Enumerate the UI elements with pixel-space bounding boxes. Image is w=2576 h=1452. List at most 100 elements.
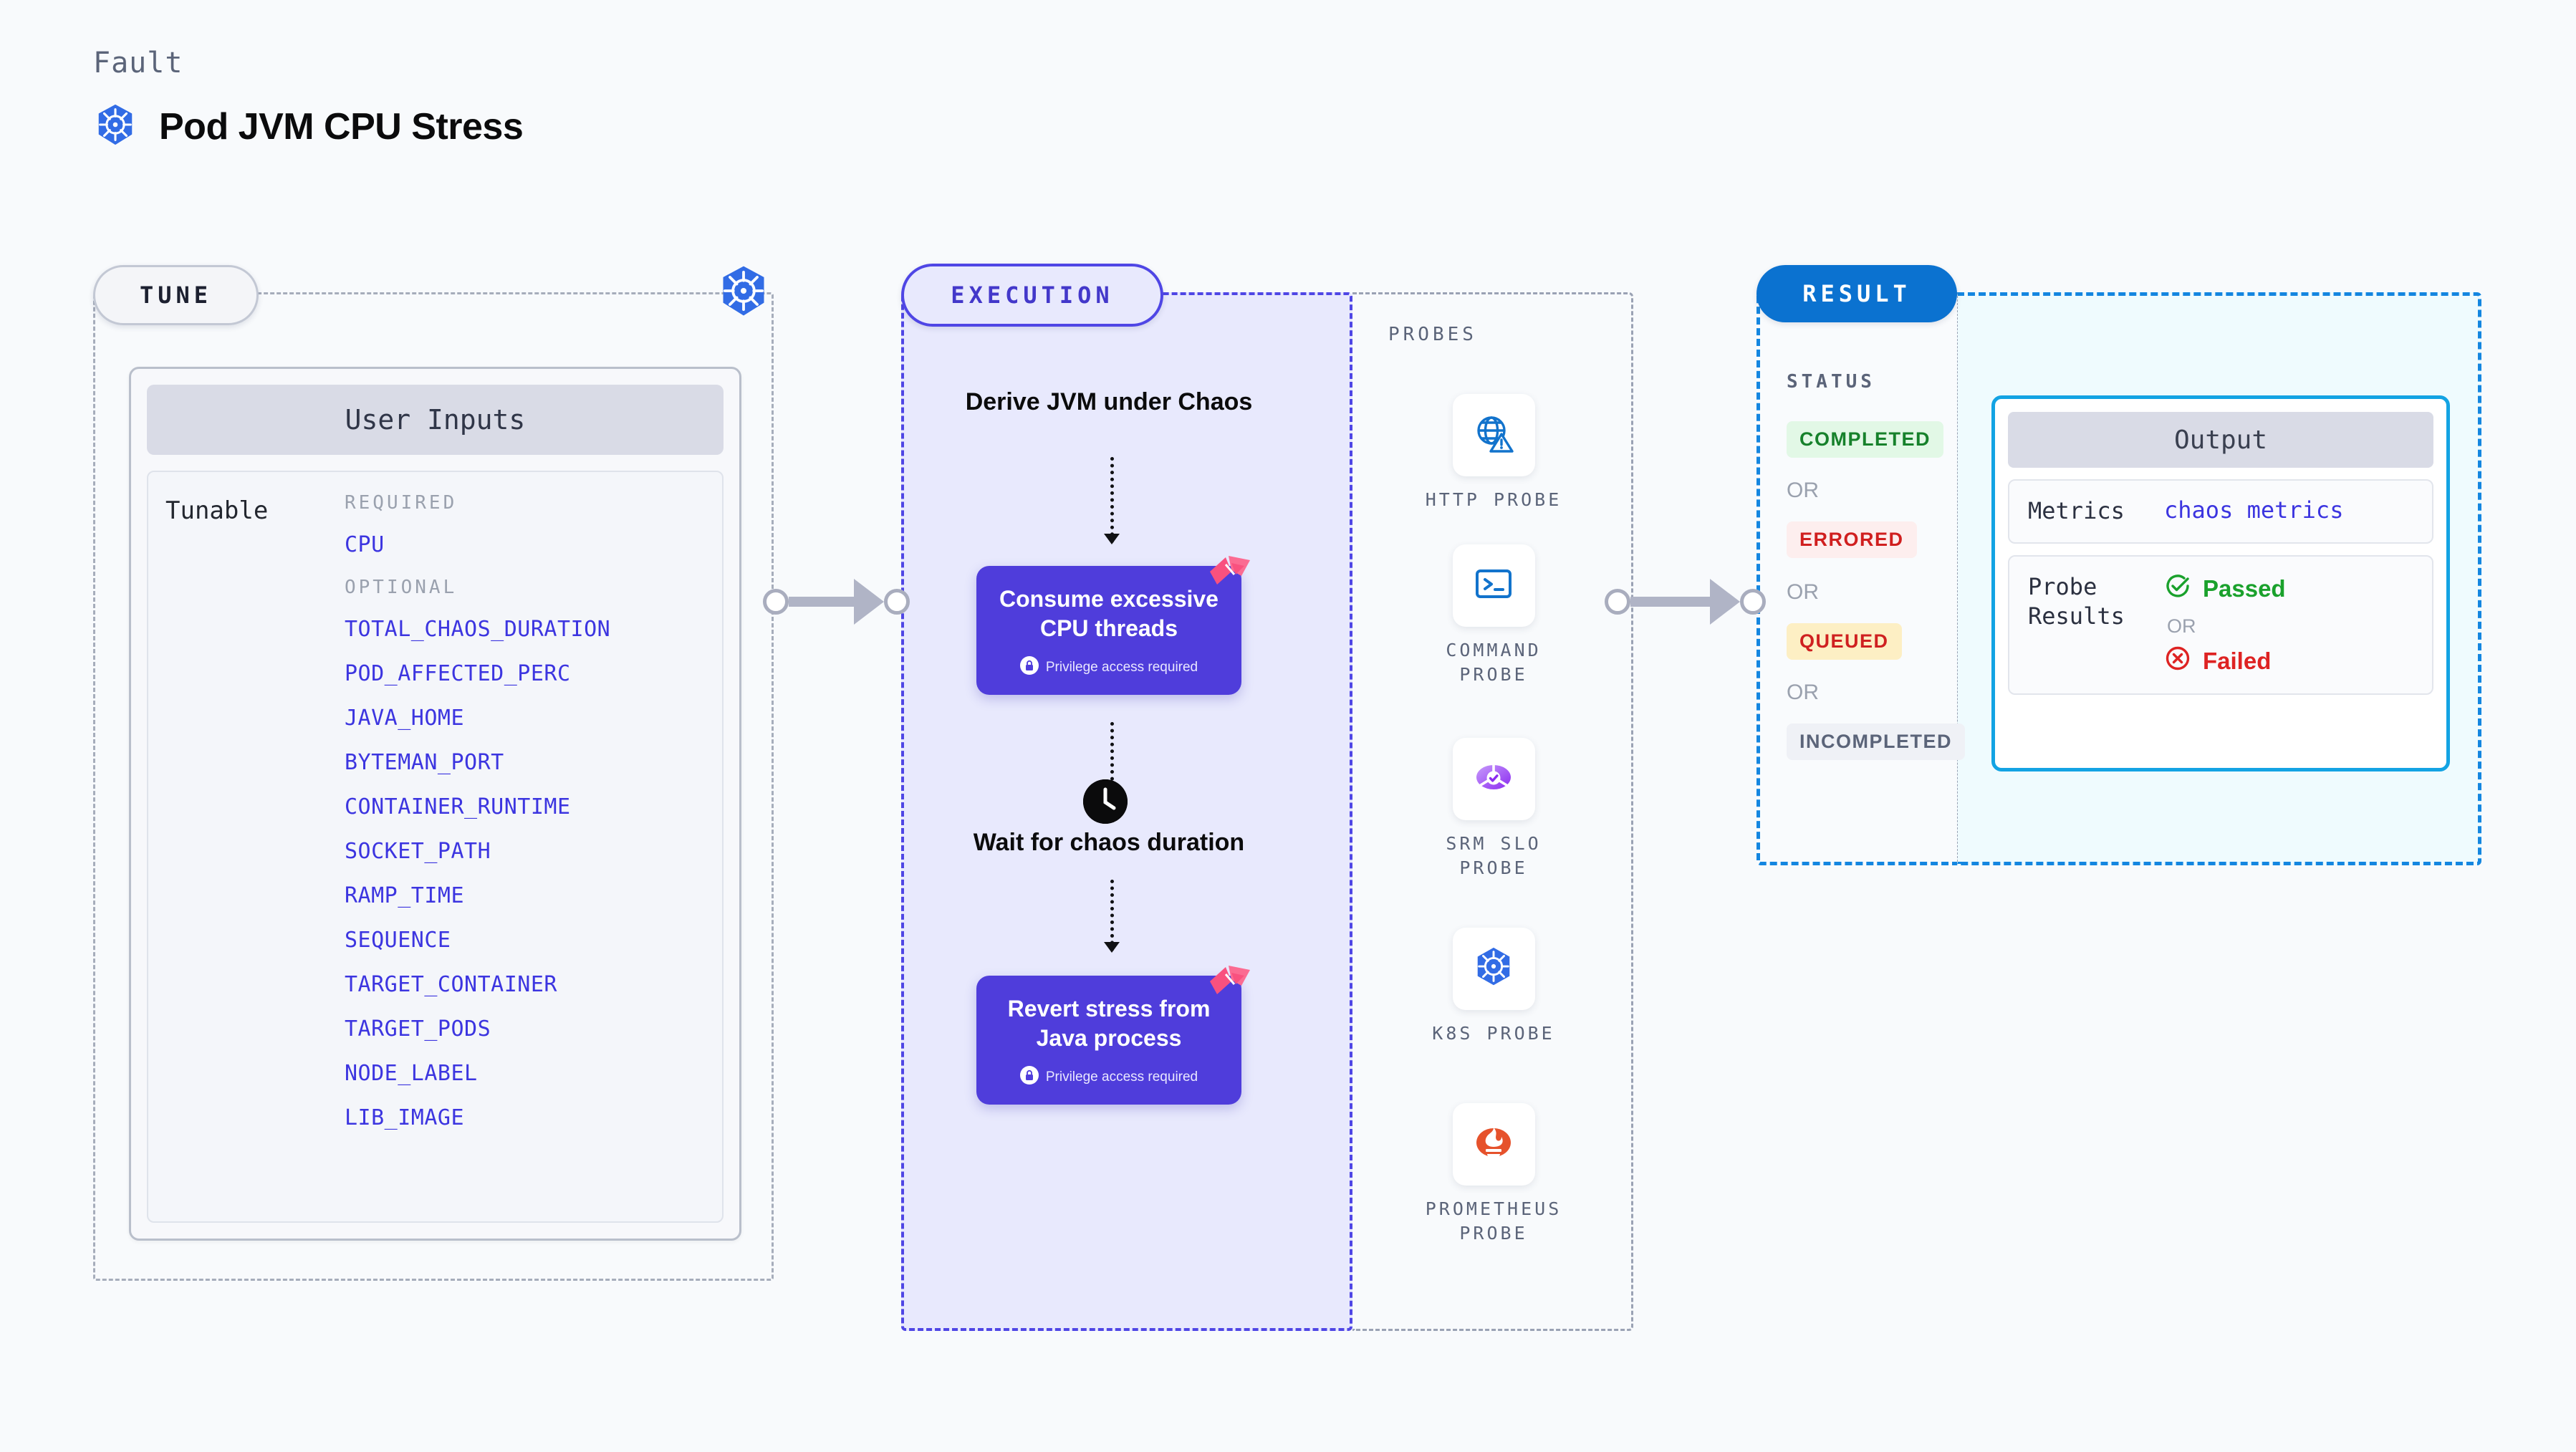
param-lib-image[interactable]: LIB_IMAGE bbox=[345, 1105, 465, 1130]
probe-result-failed: Failed bbox=[2164, 645, 2286, 678]
output-title: Output bbox=[2008, 412, 2433, 468]
param-socket-path[interactable]: SOCKET_PATH bbox=[345, 839, 491, 864]
exec-step-derive: Derive JVM under Chaos bbox=[965, 388, 1253, 415]
tunable-params: REQUIRED CPU OPTIONAL TOTAL_CHAOS_DURATI… bbox=[345, 492, 722, 1221]
exec-card-consume-cpu[interactable]: Consume excessive CPU threads Privilege … bbox=[976, 556, 1250, 695]
kubernetes-icon bbox=[716, 264, 771, 318]
probe-k8s[interactable]: K8S PROBE bbox=[1408, 928, 1580, 1046]
connector-start-dot bbox=[763, 589, 789, 615]
clock-icon bbox=[1083, 779, 1128, 824]
globe-warning-icon bbox=[1471, 411, 1516, 459]
probe-results-key: Probe Results bbox=[2028, 572, 2125, 630]
check-circle-icon bbox=[2164, 572, 2191, 605]
status-title: STATUS bbox=[1787, 371, 1875, 393]
lock-icon bbox=[1019, 655, 1039, 679]
param-container-runtime[interactable]: CONTAINER_RUNTIME bbox=[345, 794, 571, 819]
connector-start-dot bbox=[1605, 589, 1630, 615]
status-badge-queued: QUEUED bbox=[1787, 623, 1902, 660]
execution-pill[interactable]: EXECUTION bbox=[901, 264, 1163, 327]
srm-slo-icon bbox=[1471, 755, 1516, 803]
required-label: REQUIRED bbox=[345, 492, 458, 514]
or-separator: OR bbox=[2167, 615, 2196, 637]
probe-tile bbox=[1452, 1103, 1535, 1186]
lock-icon bbox=[1019, 1065, 1039, 1089]
param-byteman-port[interactable]: BYTEMAN_PORT bbox=[345, 750, 504, 775]
probe-result-passed: Passed bbox=[2164, 572, 2286, 605]
status-badge-errored: ERRORED bbox=[1787, 521, 1917, 558]
output-card: Output Metrics chaos metrics Probe Resul… bbox=[1991, 395, 2450, 771]
probe-http[interactable]: HTTP PROBE bbox=[1408, 394, 1580, 512]
param-total-chaos-duration[interactable]: TOTAL_CHAOS_DURATION bbox=[345, 617, 611, 642]
tunable-label: Tunable bbox=[165, 496, 269, 525]
connector-arrowhead bbox=[854, 579, 884, 625]
probe-label: K8S PROBE bbox=[1432, 1023, 1555, 1044]
harness-flag-icon bbox=[1210, 556, 1251, 587]
probe-tile bbox=[1452, 928, 1535, 1010]
or-separator: OR bbox=[1787, 479, 1819, 502]
probe-label: HTTP PROBE bbox=[1425, 489, 1562, 510]
param-sequence[interactable]: SEQUENCE bbox=[345, 928, 451, 953]
connector-end-dot bbox=[1740, 589, 1766, 615]
user-inputs-card: User Inputs Tunable REQUIRED CPU OPTIONA… bbox=[129, 367, 741, 1241]
status-badge-completed: COMPLETED bbox=[1787, 421, 1944, 458]
passed-label: Passed bbox=[2203, 574, 2286, 602]
tunable-panel: Tunable REQUIRED CPU OPTIONAL TOTAL_CHAO… bbox=[147, 471, 724, 1223]
connector-bar bbox=[1630, 597, 1710, 607]
or-separator: OR bbox=[1787, 580, 1819, 604]
probe-label: SRM SLO PROBE bbox=[1446, 833, 1542, 878]
probes-title: PROBES bbox=[1388, 324, 1477, 345]
metrics-key: Metrics bbox=[2028, 497, 2125, 524]
x-circle-icon bbox=[2164, 645, 2191, 678]
output-probe-results-row: Probe Results Passed OR bbox=[2008, 554, 2433, 695]
param-cpu[interactable]: CPU bbox=[345, 532, 385, 557]
connector-arrowhead bbox=[1710, 579, 1740, 625]
exec-card-note: Privilege access required bbox=[991, 655, 1227, 679]
harness-flag-icon bbox=[1210, 966, 1251, 997]
probe-tile bbox=[1452, 544, 1535, 627]
result-section bbox=[1756, 292, 1961, 865]
probe-label: PROMETHEUS PROBE bbox=[1425, 1198, 1562, 1244]
prometheus-icon bbox=[1471, 1120, 1516, 1168]
probe-prometheus[interactable]: PROMETHEUS PROBE bbox=[1408, 1103, 1580, 1246]
probe-results-values: Passed OR Failed bbox=[2164, 572, 2286, 678]
probe-tile bbox=[1452, 738, 1535, 820]
result-pill[interactable]: RESULT bbox=[1756, 265, 1957, 322]
fault-kicker: Fault bbox=[93, 47, 183, 80]
page-title: Pod JVM CPU Stress bbox=[159, 105, 524, 148]
failed-label: Failed bbox=[2203, 647, 2272, 674]
probe-srm-slo[interactable]: SRM SLO PROBE bbox=[1408, 738, 1580, 880]
kubernetes-icon bbox=[1471, 945, 1516, 993]
exec-step-wait: Wait for chaos duration bbox=[973, 829, 1245, 856]
param-node-label[interactable]: NODE_LABEL bbox=[345, 1061, 478, 1086]
probe-command[interactable]: COMMAND PROBE bbox=[1408, 544, 1580, 687]
metrics-value[interactable]: chaos metrics bbox=[2164, 496, 2344, 524]
fault-title-row: Pod JVM CPU Stress bbox=[93, 102, 524, 150]
exec-card-revert-stress[interactable]: Revert stress from Java process Privileg… bbox=[976, 966, 1250, 1105]
exec-card-title: Consume excessive CPU threads bbox=[999, 586, 1219, 641]
optional-label: OPTIONAL bbox=[345, 577, 458, 598]
param-pod-affected-perc[interactable]: POD_AFFECTED_PERC bbox=[345, 661, 571, 686]
tune-pill[interactable]: TUNE bbox=[93, 265, 259, 325]
connector-tune-to-execution bbox=[763, 579, 910, 625]
exec-card-note-text: Privilege access required bbox=[1045, 659, 1198, 675]
output-metrics-row: Metrics chaos metrics bbox=[2008, 479, 2433, 544]
execution-section bbox=[901, 292, 1352, 1331]
terminal-icon bbox=[1471, 562, 1516, 610]
flow-arrow bbox=[1104, 880, 1120, 953]
kubernetes-icon bbox=[93, 102, 138, 150]
param-java-home[interactable]: JAVA_HOME bbox=[345, 706, 465, 731]
tune-section bbox=[93, 292, 774, 1281]
probe-tile bbox=[1452, 394, 1535, 476]
or-separator: OR bbox=[1787, 681, 1819, 704]
connector-end-dot bbox=[884, 589, 910, 615]
connector-probes-to-result bbox=[1605, 579, 1766, 625]
page-header: Fault Pod JVM CPU Stress bbox=[93, 47, 524, 150]
user-inputs-title: User Inputs bbox=[147, 385, 724, 455]
status-badge-incompleted: INCOMPLETED bbox=[1787, 723, 1966, 760]
param-target-container[interactable]: TARGET_CONTAINER bbox=[345, 972, 557, 997]
param-ramp-time[interactable]: RAMP_TIME bbox=[345, 883, 465, 908]
param-target-pods[interactable]: TARGET_PODS bbox=[345, 1016, 491, 1042]
probe-label: COMMAND PROBE bbox=[1446, 640, 1542, 685]
exec-card-title: Revert stress from Java process bbox=[1007, 996, 1211, 1051]
exec-card-note: Privilege access required bbox=[991, 1065, 1227, 1089]
